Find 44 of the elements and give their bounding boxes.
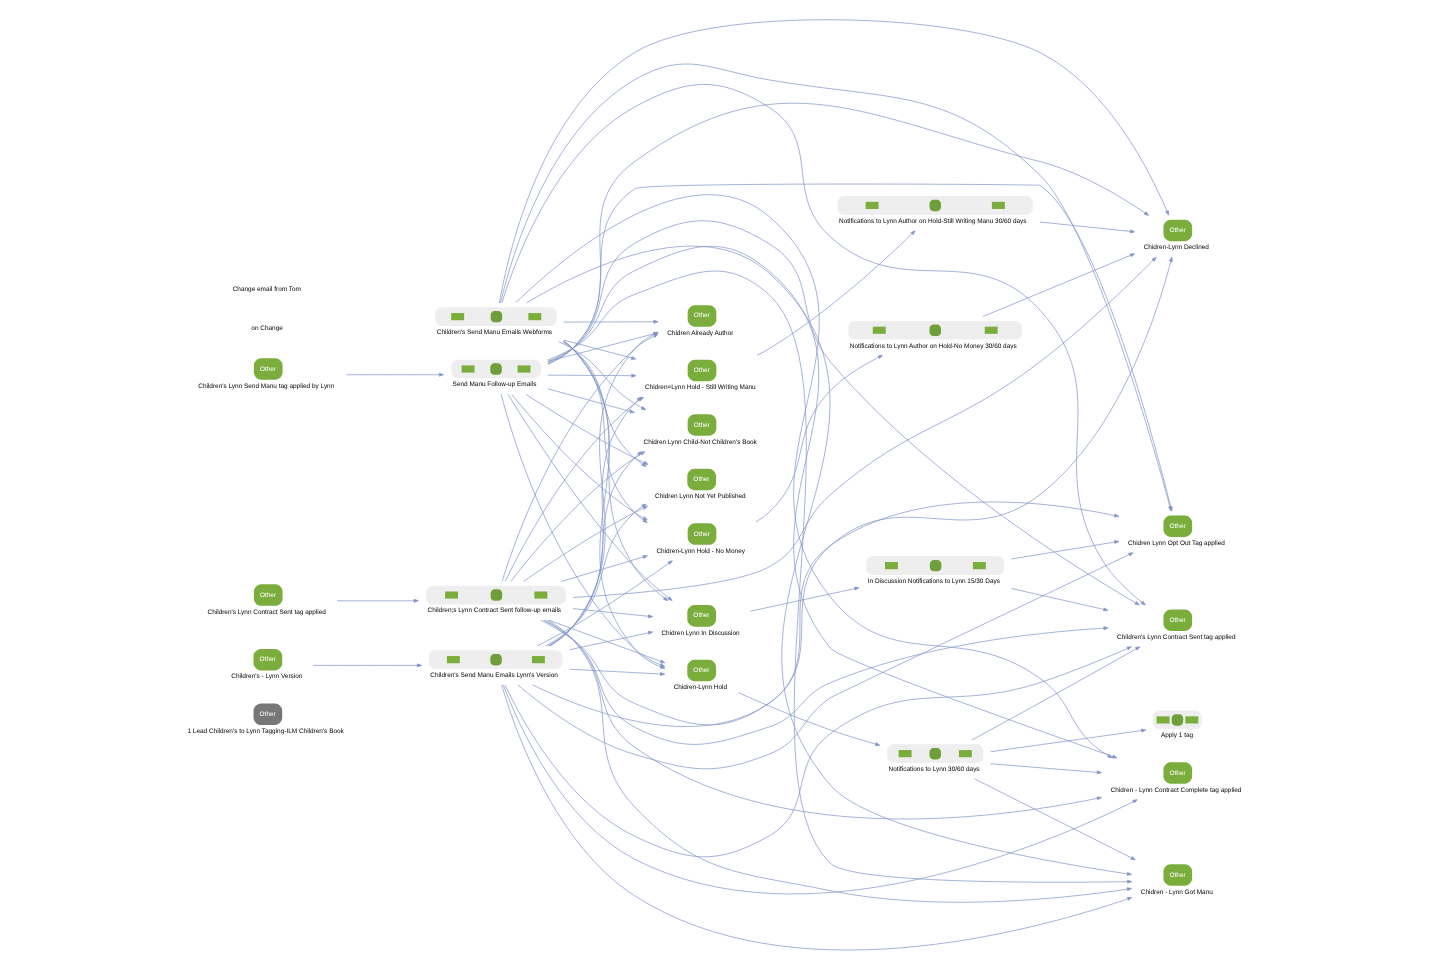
arrow bbox=[572, 256, 1157, 598]
arrow bbox=[756, 230, 916, 356]
arrow bbox=[561, 555, 648, 582]
arrow bbox=[547, 102, 1149, 365]
arrow bbox=[569, 631, 654, 651]
arrow bbox=[569, 668, 666, 676]
arrow bbox=[572, 608, 654, 619]
arrow bbox=[1039, 221, 1135, 234]
arrow bbox=[548, 619, 666, 664]
arrow bbox=[990, 763, 1102, 775]
arrow bbox=[1011, 588, 1109, 612]
arrow bbox=[1011, 540, 1120, 560]
arrow bbox=[312, 663, 422, 668]
arrow bbox=[499, 19, 1169, 304]
arrow bbox=[563, 340, 669, 602]
arrow bbox=[990, 728, 1147, 753]
arrow bbox=[502, 684, 1138, 894]
arrow bbox=[971, 646, 1141, 741]
arrow bbox=[544, 619, 1102, 820]
arrow bbox=[545, 503, 647, 647]
arrow bbox=[517, 552, 1134, 770]
arrow bbox=[563, 341, 648, 523]
arrow bbox=[755, 355, 884, 523]
arrow bbox=[547, 388, 635, 414]
arrow bbox=[547, 619, 1132, 903]
arrow bbox=[346, 372, 444, 377]
arrow bbox=[540, 501, 1120, 726]
arrow bbox=[563, 319, 659, 324]
arrow bbox=[547, 373, 637, 378]
arrow bbox=[547, 220, 1140, 606]
arrow bbox=[738, 692, 881, 746]
arrow bbox=[982, 253, 1135, 317]
arrow bbox=[536, 560, 673, 647]
arrow bbox=[563, 339, 637, 360]
arrow bbox=[523, 505, 648, 582]
arrow bbox=[558, 341, 647, 411]
arrow bbox=[504, 646, 1132, 858]
arrow bbox=[974, 778, 1136, 861]
arrow bbox=[563, 340, 666, 669]
arrow bbox=[336, 598, 419, 603]
arrow bbox=[750, 586, 860, 612]
arrow bbox=[501, 684, 1133, 951]
arrow bbox=[543, 619, 1109, 745]
arrow bbox=[501, 84, 1146, 606]
